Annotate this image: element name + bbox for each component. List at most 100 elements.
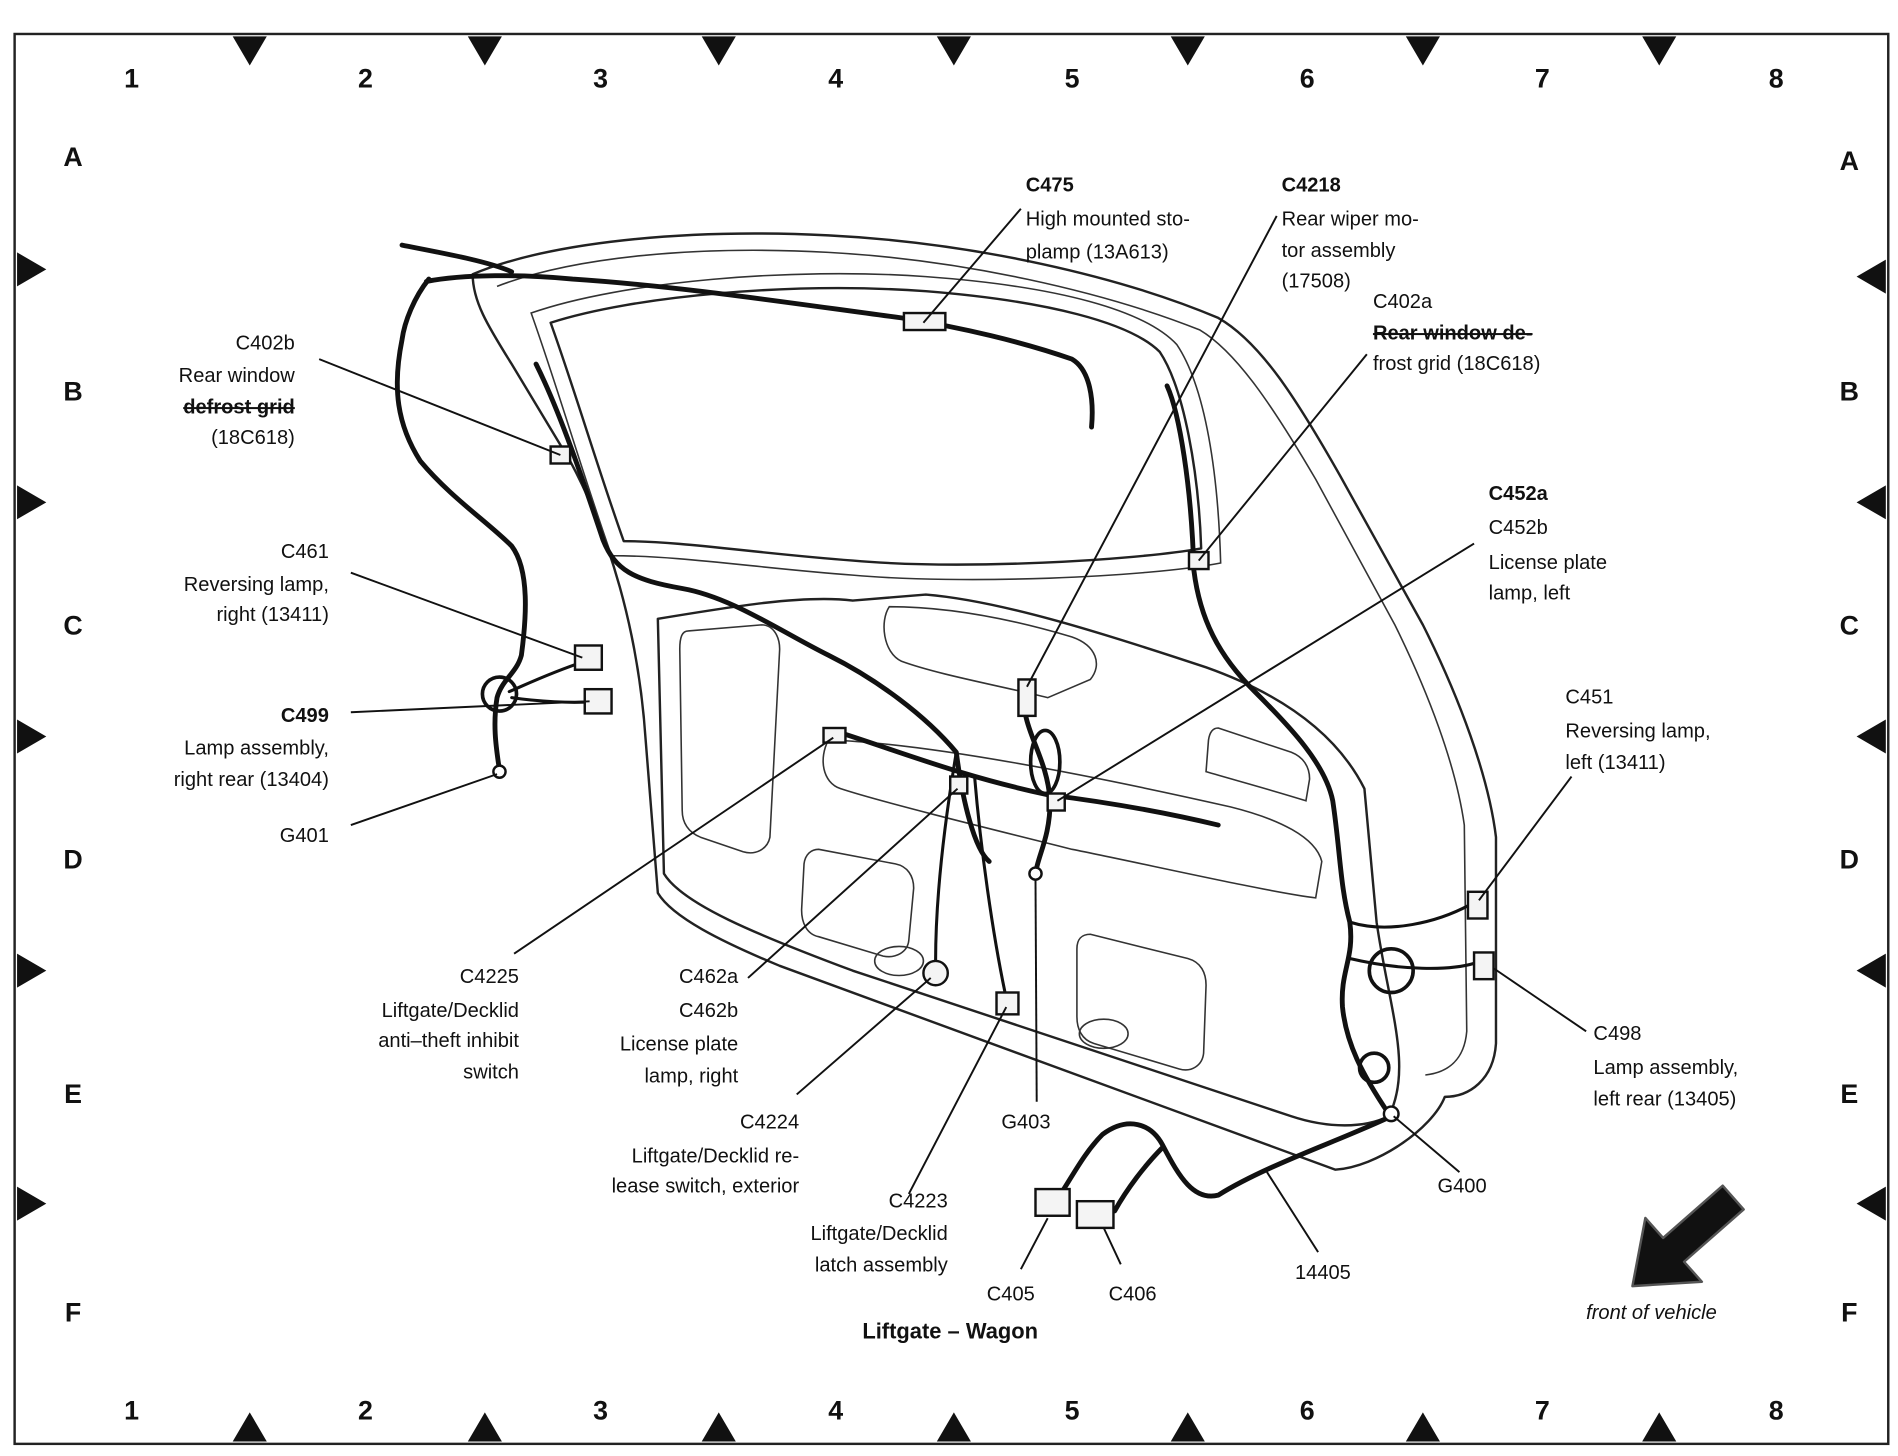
callout-c402b: C402b Rear window defrost grid (18C618) (179, 332, 296, 449)
panel-cutout-lower-right (1076, 933, 1207, 1071)
bottom-marker-triangle (701, 1412, 736, 1442)
callout-desc: License plate (1489, 552, 1607, 574)
callout-id: C4224 (740, 1111, 799, 1133)
callout-desc: switch (463, 1062, 519, 1084)
callout-desc: Liftgate/Decklid (382, 1000, 519, 1022)
column-labels-top: 1 2 3 4 5 6 7 8 (124, 63, 1784, 93)
callout-id: C475 (1026, 175, 1074, 197)
top-marker-triangle (467, 36, 502, 66)
liftgate-outer-outline (471, 232, 1498, 1171)
wiring-harness (394, 242, 1476, 1214)
callout-id: C402b (236, 332, 295, 354)
callout-g403: G403 (1001, 1111, 1050, 1133)
leader-c4225 (513, 736, 834, 955)
top-marker-triangle (1170, 36, 1205, 66)
column-label: 5 (1065, 1396, 1080, 1426)
ground-g403 (1028, 866, 1043, 881)
connector-c498 (1472, 951, 1495, 981)
grommet-lower-right (1357, 1051, 1391, 1085)
diagram-caption: Liftgate – Wagon (862, 1318, 1038, 1343)
callout-desc: License plate (620, 1034, 738, 1056)
leader-g400 (1393, 1115, 1461, 1173)
leader-g401 (350, 773, 498, 826)
row-label: F (65, 1297, 81, 1327)
column-label: 8 (1769, 1396, 1784, 1426)
bottom-marker-triangle (1170, 1412, 1205, 1442)
callout-desc: Lamp assembly, (1593, 1057, 1738, 1079)
leader-c462 (747, 787, 959, 979)
harness-right-run (1164, 383, 1392, 1117)
callout-c405: C405 (987, 1284, 1035, 1306)
leader-c451 (1478, 775, 1573, 901)
connector-c406 (1075, 1199, 1115, 1230)
callout-desc: Liftgate/Decklid (810, 1223, 947, 1245)
callout-c499: C499 Lamp assembly, right rear (13404) (174, 705, 329, 791)
callout-id: C498 (1593, 1023, 1641, 1045)
orientation-label: front of vehicle (1586, 1302, 1717, 1324)
leader-c4224 (796, 977, 932, 1096)
liftgate-inner-frame (496, 249, 1468, 1076)
panel-center-band (822, 739, 1323, 899)
harness-latch-branch (973, 775, 1007, 995)
callout-desc: defrost grid (183, 397, 295, 419)
callout-c462: C462a C462b License plate lamp, right (620, 966, 739, 1087)
callout-c451: C451 Reversing lamp, left (13411) (1565, 687, 1710, 774)
row-label: D (1840, 845, 1859, 875)
column-labels-bottom: 1 2 3 4 5 6 7 8 (124, 1396, 1784, 1426)
callout-id: C4223 (889, 1190, 948, 1212)
row-label: E (64, 1079, 82, 1109)
harness-left-lamp-branch (1348, 903, 1476, 970)
bottom-marker-triangle (1405, 1412, 1440, 1442)
callout-id: C461 (281, 541, 329, 563)
callout-desc: lease switch, exterior (612, 1176, 800, 1198)
column-label: 2 (358, 1396, 373, 1426)
callout-id: 14405 (1295, 1262, 1351, 1284)
column-label: 6 (1300, 1396, 1315, 1426)
callout-id: C4225 (460, 966, 519, 988)
left-marker-triangle (17, 719, 47, 754)
leader-c402b (318, 358, 561, 456)
left-marker-triangle (17, 1186, 47, 1221)
leader-c498 (1492, 967, 1587, 1033)
callout-desc: (18C618) (211, 427, 295, 449)
row-labels-right: A B C D E F (1840, 146, 1859, 1327)
top-marker-triangle (701, 36, 736, 66)
top-marker-triangle (1642, 36, 1677, 66)
row-label: B (1840, 376, 1859, 406)
callout-c4218: C4218 Rear wiper mo- tor assembly (17508… (1282, 175, 1419, 293)
harness-top-run (423, 273, 1095, 430)
callout-id: C4218 (1282, 175, 1341, 197)
callout-desc: (17508) (1282, 271, 1351, 293)
connector-c451 (1466, 890, 1489, 920)
callout-desc: frost grid (18C618) (1373, 353, 1540, 375)
connector-c402b (549, 445, 572, 465)
column-label: 2 (358, 63, 373, 93)
column-label: 1 (124, 1396, 139, 1426)
callout-id: G401 (280, 825, 329, 847)
leader-g403 (1034, 878, 1038, 1102)
column-label: 7 (1535, 1396, 1550, 1426)
callout-c461: C461 Reversing lamp, right (13411) (184, 541, 329, 626)
column-label: 8 (1769, 63, 1784, 93)
panel-drain-hole-right (1078, 1018, 1129, 1050)
top-marker-triangle (232, 36, 267, 66)
right-marker-triangle (1856, 485, 1886, 520)
components (480, 311, 1495, 1230)
arrow-down-left-icon (1631, 1184, 1745, 1288)
row-label: B (63, 376, 82, 406)
connector-c452 (1046, 792, 1066, 812)
callout-id: C451 (1565, 687, 1613, 709)
column-label: 6 (1300, 63, 1315, 93)
panel-top-recess (883, 605, 1098, 699)
harness-14405-pigtail (1057, 1113, 1394, 1214)
liftgate-drawing (471, 232, 1498, 1171)
right-marker-triangle (1856, 719, 1886, 754)
harness-left-run (394, 276, 528, 773)
callout-id: C402a (1373, 291, 1433, 313)
callout-g401: G401 (280, 825, 329, 847)
left-edge-markers (17, 252, 47, 1221)
callout-id: G403 (1001, 1111, 1050, 1133)
grommet-left-rear (1367, 947, 1415, 995)
callout-desc: Rear window (179, 365, 296, 387)
column-label: 4 (828, 63, 843, 93)
